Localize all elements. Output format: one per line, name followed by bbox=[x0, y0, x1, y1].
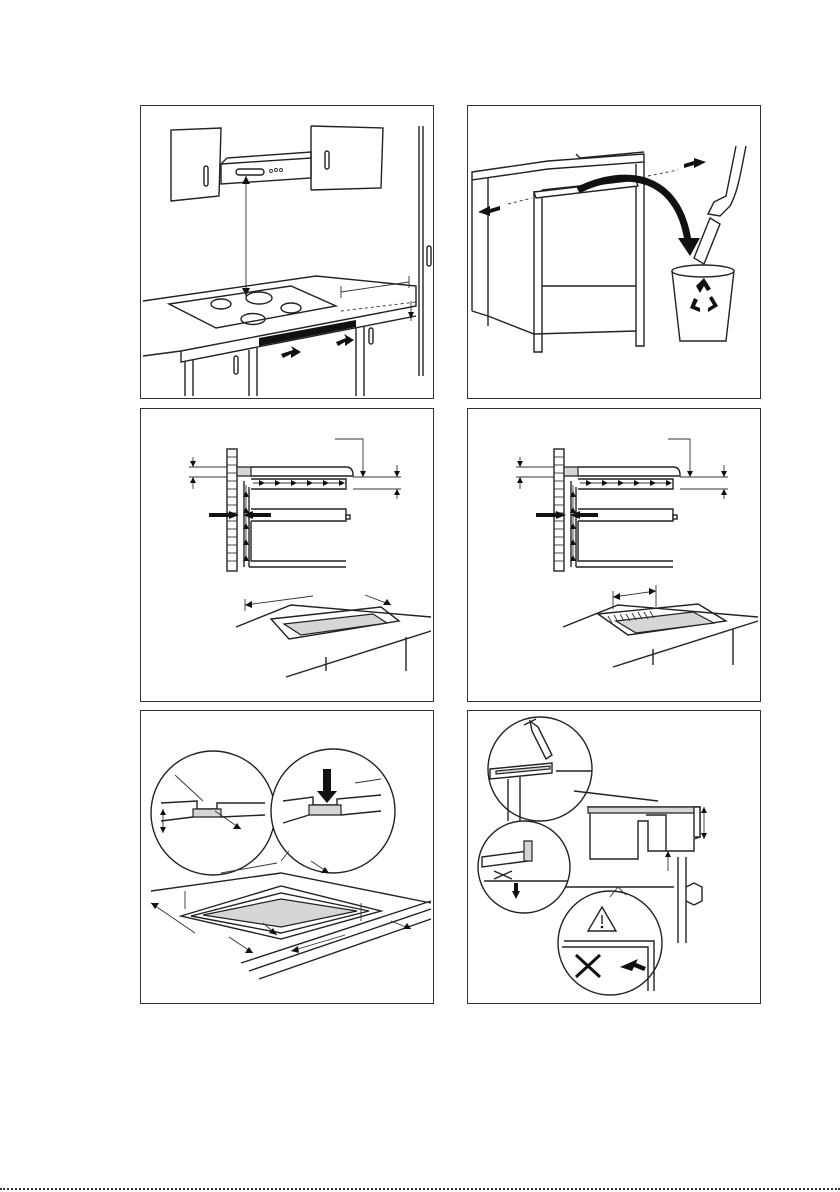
page-footer-rule bbox=[0, 1188, 840, 1190]
figure-ventilation-rear bbox=[467, 408, 761, 702]
ventilation-front-illustration bbox=[141, 409, 433, 701]
ventilation-rear-illustration bbox=[468, 409, 760, 701]
figure-hood-clearance bbox=[140, 105, 434, 399]
figure-sealant-warning bbox=[467, 710, 761, 1004]
remove-rail-illustration bbox=[468, 106, 760, 398]
figure-fit-seal bbox=[140, 710, 434, 1004]
hood-clearance-illustration bbox=[141, 106, 433, 398]
figure-ventilation-front bbox=[140, 408, 434, 702]
fit-seal-illustration bbox=[141, 711, 433, 1003]
figure-remove-rail bbox=[467, 105, 761, 399]
recycle-icon bbox=[690, 278, 718, 312]
sealant-warning-illustration bbox=[468, 711, 760, 1003]
